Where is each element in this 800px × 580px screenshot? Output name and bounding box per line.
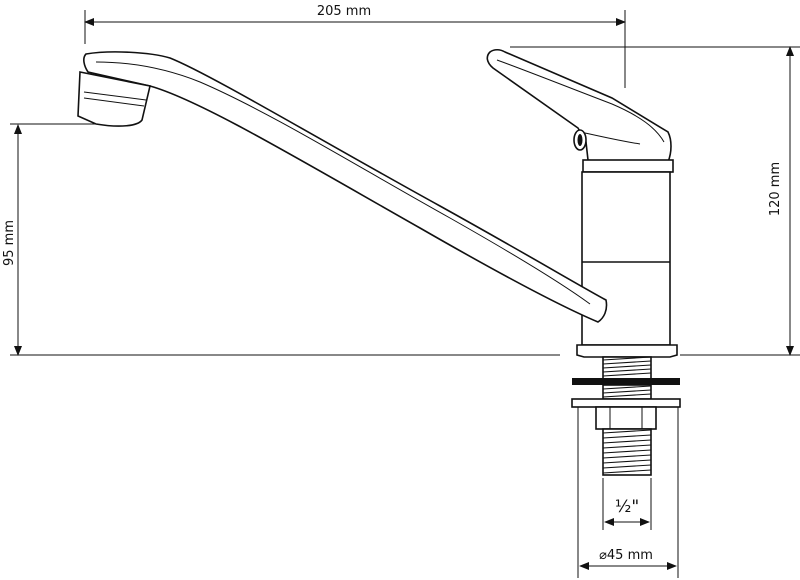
base-diameter-label: ⌀45 mm: [599, 548, 653, 563]
total-height-dimension: 120 mm: [510, 46, 800, 356]
thread-label: ½": [615, 497, 639, 517]
washer-plate: [571, 398, 681, 408]
nut: [595, 406, 657, 430]
thread-dimension: ½": [602, 478, 652, 530]
width-dimension: 205 mm: [84, 2, 626, 88]
spout: [83, 51, 608, 323]
width-label: 205 mm: [317, 4, 371, 19]
total-height-label: 120 mm: [768, 162, 783, 216]
faucet-body: [77, 48, 678, 358]
spout-aerator: [77, 71, 151, 127]
spout-height-label: 95 mm: [2, 220, 17, 266]
base-diameter-dimension: ⌀45 mm: [577, 407, 679, 578]
spout-height-dimension: 95 mm: [2, 123, 560, 356]
gasket: [572, 378, 680, 385]
base-flange: [576, 344, 678, 358]
mounting-shank: [571, 356, 681, 476]
lever-handle: [486, 48, 672, 163]
